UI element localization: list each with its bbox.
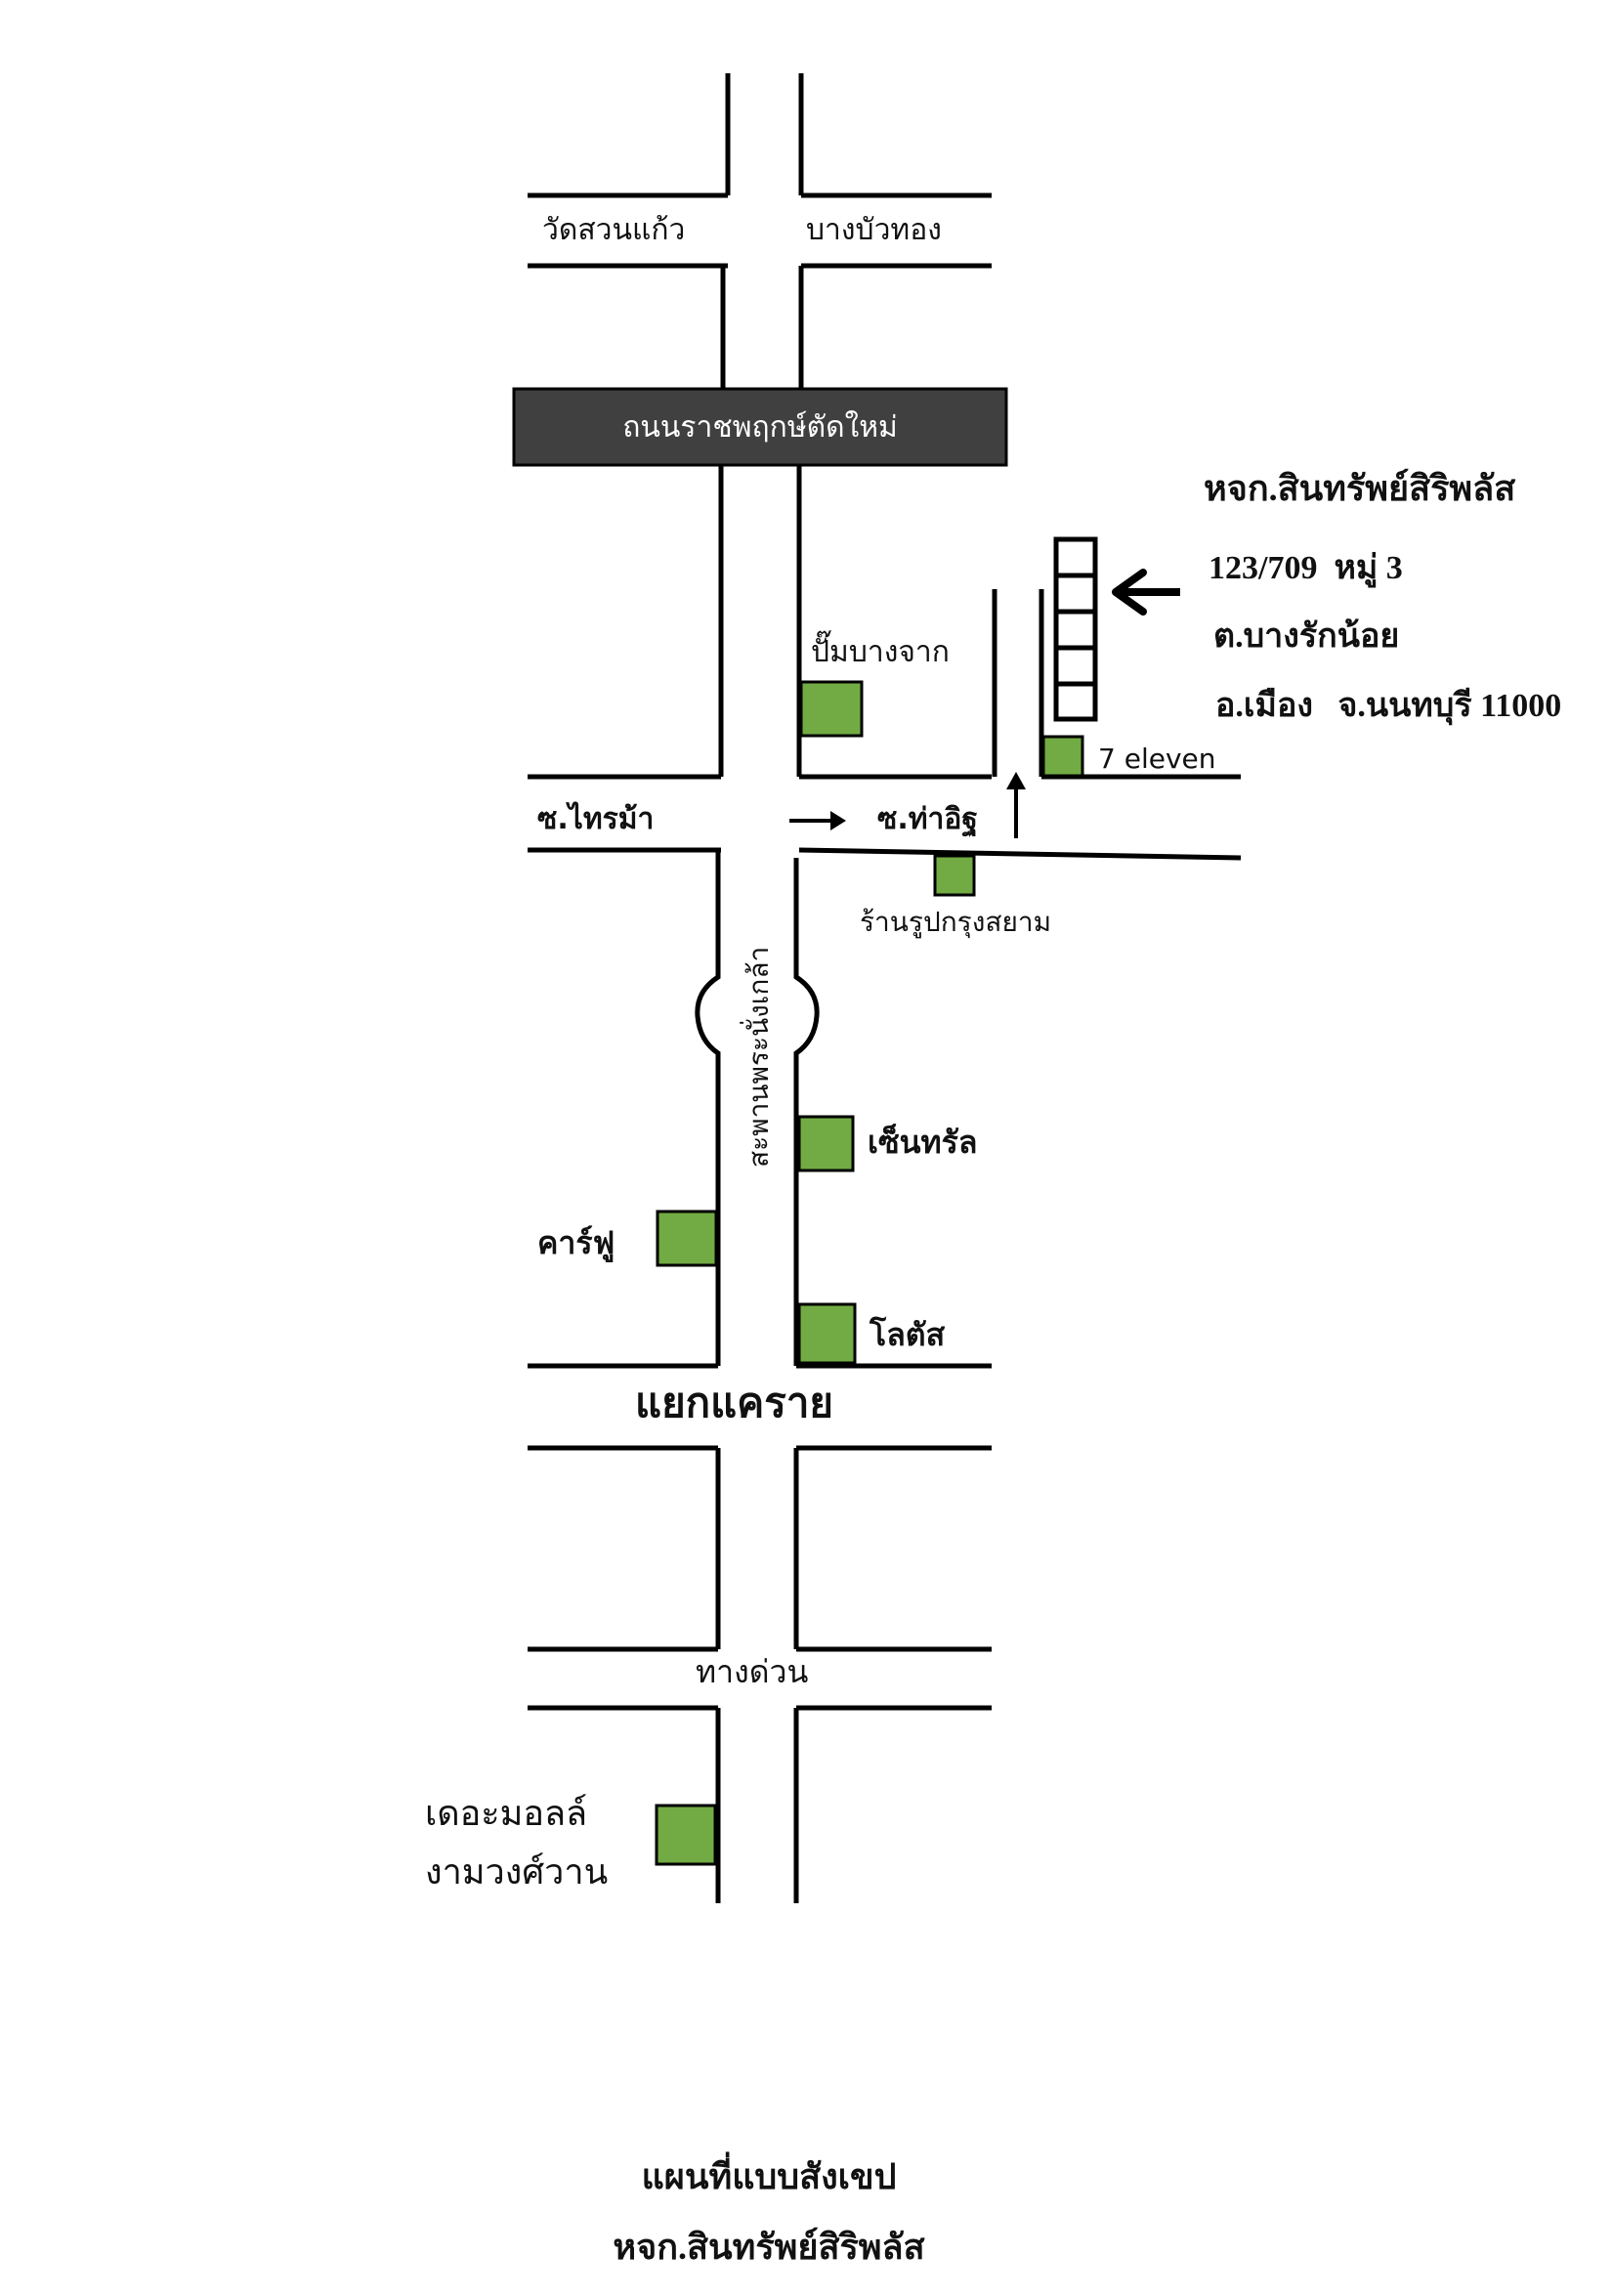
road-lines-mid-upper: [528, 465, 1242, 861]
pointer-arrow-icon: [1112, 569, 1180, 616]
landmark-label-the-mall-line2: งามวงศ์วาน: [425, 1852, 608, 1892]
landmark-marker-seven-eleven: [1041, 735, 1084, 778]
landmark-label-pump-bang-chak: ปั๊มบางจาก: [811, 630, 950, 669]
destination-address-line3: อ.เมือง จ.นนทบุรี 11000: [1215, 687, 1561, 726]
road-label-soi-sai-ma: ซ.ไทรม้า: [537, 801, 654, 836]
landmark-marker-pump-bang-chak: [799, 680, 864, 738]
landmark-label-lotus: โลตัส: [869, 1316, 946, 1353]
road-lines-top: [528, 73, 992, 389]
map-caption: แผนที่แบบสังเขป: [642, 2151, 897, 2196]
destination-address-line2: ต.บางรักน้อย: [1213, 618, 1399, 655]
road-label-phra-nang-klao-bridge: สะพานพระนั่งเกล้า: [740, 947, 775, 1168]
landmark-label-the-mall-line1: เดอะมอลล์: [425, 1794, 587, 1834]
direction-arrow-right-icon: [789, 811, 846, 830]
landmark-marker-carrefour: [656, 1210, 718, 1267]
landmark-label-central: เซ็นทรัล: [868, 1123, 977, 1161]
destination-address-line1: 123/709 หมู่ 3: [1209, 550, 1403, 588]
road-label-bang-bua-thong: บางบัวทอง: [806, 213, 942, 247]
road-label-khae-rai-junction: แยกแคราย: [635, 1379, 833, 1426]
map-footer-company: หจก.สินทรัพย์สิริพลัส: [613, 2227, 924, 2267]
road-banner-ratchaphruek: [512, 387, 1008, 467]
destination-building-icon: [1053, 536, 1098, 722]
direction-arrow-up-icon: [1006, 772, 1026, 838]
landmark-marker-krung-siam-photo: [933, 854, 976, 897]
landmark-marker-the-mall: [655, 1804, 717, 1866]
road-label-ratchaphruek: ถนนราชพฤกษ์ตัดใหม่: [622, 410, 898, 445]
landmark-marker-central: [797, 1115, 855, 1172]
destination-name: หจก.สินทรัพย์สิริพลัส: [1204, 468, 1515, 508]
landmark-label-seven-eleven: 7 eleven: [1098, 743, 1216, 775]
road-lines-bridge-segment: [528, 850, 992, 1369]
road-label-soi-tha-it: ซ.ท่าอิฐ: [877, 802, 978, 838]
road-label-wat-suan-kaew: วัดสวนแก้ว: [542, 213, 685, 247]
road-label-expressway: ทางด่วน: [696, 1653, 808, 1690]
landmark-marker-lotus: [797, 1302, 857, 1365]
landmark-label-krung-siam-photo: ร้านรูปกรุงสยาม: [860, 906, 1051, 939]
landmark-label-carrefour: คาร์ฟู: [537, 1224, 615, 1263]
road-lines-lower: [528, 1445, 992, 1903]
